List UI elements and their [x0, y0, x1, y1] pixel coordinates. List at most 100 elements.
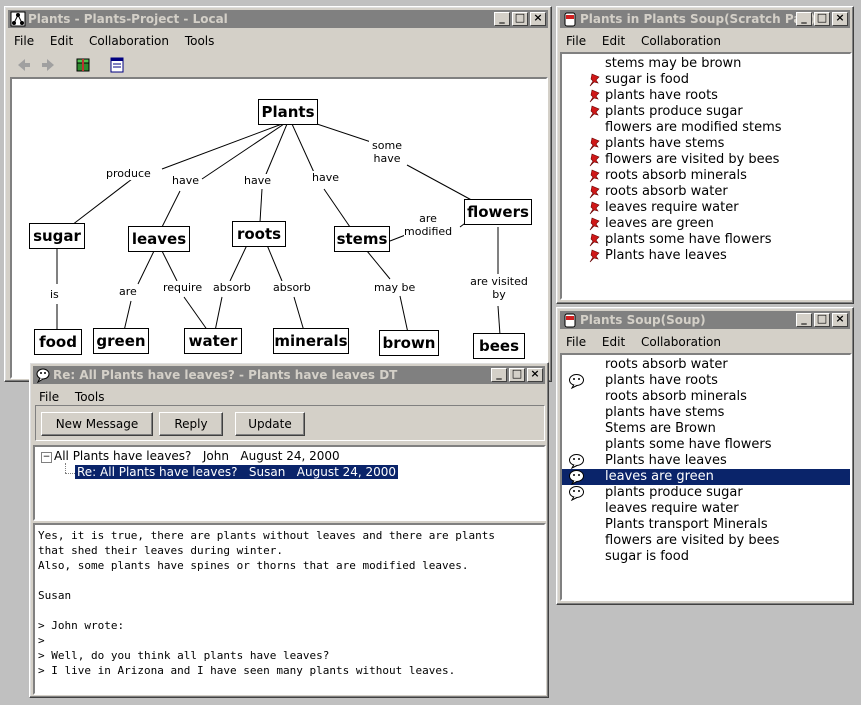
thread-tree[interactable]: − All Plants have leaves? John August 24…: [33, 445, 546, 521]
soup-item[interactable]: plants have stems: [562, 405, 850, 421]
node-stems[interactable]: stems: [334, 226, 390, 252]
package-icon[interactable]: [74, 56, 92, 74]
document-icon[interactable]: [108, 56, 126, 74]
link-are[interactable]: are: [119, 285, 137, 298]
link-have-leaves[interactable]: have: [172, 174, 199, 187]
thread-item-root[interactable]: All Plants have leaves? John August 24, …: [54, 449, 340, 463]
menu-collaboration[interactable]: Collaboration: [641, 335, 721, 349]
scratch-item[interactable]: sugar is food: [562, 72, 850, 88]
soup-icon: [564, 12, 576, 27]
soup-item[interactable]: plants have roots: [562, 373, 850, 389]
node-food[interactable]: food: [34, 329, 82, 355]
soup-item[interactable]: Plants have leaves: [562, 453, 850, 469]
scratch-item[interactable]: leaves are green: [562, 216, 850, 232]
scratch-item[interactable]: roots absorb minerals: [562, 168, 850, 184]
soup-item[interactable]: Stems are Brown: [562, 421, 850, 437]
new-message-button[interactable]: New Message: [41, 412, 153, 436]
scratch-item[interactable]: roots absorb water: [562, 184, 850, 200]
soup-item[interactable]: leaves require water: [562, 501, 850, 517]
node-bees[interactable]: bees: [473, 333, 525, 359]
link-is[interactable]: is: [50, 288, 59, 301]
link-absorb-water[interactable]: absorb: [213, 281, 251, 294]
concept-map-canvas[interactable]: Plants sugar leaves roots stems flowers …: [10, 77, 548, 379]
thread-tree-expander[interactable]: −: [41, 452, 52, 463]
maximize-button[interactable]: □: [512, 11, 528, 26]
close-button[interactable]: ×: [530, 11, 546, 26]
update-button[interactable]: Update: [235, 412, 305, 436]
soup-item[interactable]: Plants transport Minerals: [562, 517, 850, 533]
node-minerals[interactable]: minerals: [273, 328, 349, 354]
menu-tools[interactable]: Tools: [74, 390, 105, 404]
thread-item-reply[interactable]: Re: All Plants have leaves? Susan August…: [75, 465, 399, 479]
forward-icon[interactable]: [40, 57, 56, 73]
discussion-icon: [569, 374, 584, 389]
scratch-item[interactable]: Plants have leaves: [562, 248, 850, 264]
menu-file[interactable]: File: [566, 335, 587, 349]
close-button[interactable]: ×: [832, 312, 848, 327]
node-green[interactable]: green: [93, 328, 149, 354]
menu-file[interactable]: File: [14, 34, 35, 48]
link-require[interactable]: require: [163, 281, 203, 294]
link-absorb-minerals[interactable]: absorb: [273, 281, 311, 294]
close-button[interactable]: ×: [832, 11, 848, 26]
scratch-item[interactable]: plants have roots: [562, 88, 850, 104]
link-are-visited-by[interactable]: are visited by: [468, 275, 530, 301]
menu-tools[interactable]: Tools: [184, 34, 215, 48]
back-icon[interactable]: [16, 57, 32, 73]
node-sugar[interactable]: sugar: [29, 223, 85, 249]
soup-item[interactable]: plants produce sugar: [562, 485, 850, 501]
maximize-button[interactable]: □: [814, 11, 830, 26]
main-titlebar[interactable]: Plants - Plants-Project - Local _ □ ×: [8, 10, 548, 28]
menu-collaboration[interactable]: Collaboration: [641, 34, 721, 48]
link-have-roots[interactable]: have: [244, 174, 271, 187]
soup-item[interactable]: roots absorb water: [562, 357, 850, 373]
scratch-item[interactable]: plants have stems: [562, 136, 850, 152]
scratch-item-label: sugar is food: [605, 72, 689, 87]
scratch-item[interactable]: stems may be brown: [562, 56, 850, 72]
minimize-button[interactable]: _: [491, 367, 507, 382]
link-have-stems[interactable]: have: [312, 171, 339, 184]
node-water[interactable]: water: [184, 328, 242, 354]
node-brown[interactable]: brown: [379, 330, 439, 356]
soup-item[interactable]: roots absorb minerals: [562, 389, 850, 405]
link-produce[interactable]: produce: [106, 167, 151, 180]
link-are-modified[interactable]: are modified: [404, 212, 453, 238]
menu-edit[interactable]: Edit: [49, 34, 74, 48]
scratch-item[interactable]: leaves require water: [562, 200, 850, 216]
soup-item[interactable]: flowers are visited by bees: [562, 533, 850, 549]
menu-file[interactable]: File: [566, 34, 587, 48]
scratch-item[interactable]: flowers are visited by bees: [562, 152, 850, 168]
message-body[interactable]: Yes, it is true, there are plants withou…: [33, 523, 546, 695]
scratch-titlebar[interactable]: Plants in Plants Soup(Scratch Pad) _ □ ×: [560, 10, 850, 28]
menu-collaboration[interactable]: Collaboration: [89, 34, 169, 48]
reply-button[interactable]: Reply: [159, 412, 223, 436]
scratch-item[interactable]: flowers are modified stems: [562, 120, 850, 136]
maximize-button[interactable]: □: [509, 367, 525, 382]
discussion-titlebar[interactable]: Re: All Plants have leaves? - Plants hav…: [33, 366, 545, 384]
menu-edit[interactable]: Edit: [601, 335, 626, 349]
node-roots[interactable]: roots: [232, 221, 286, 247]
scratch-item[interactable]: plants some have flowers: [562, 232, 850, 248]
soup-titlebar[interactable]: Plants Soup(Soup) _ □ ×: [560, 311, 850, 329]
menu-file[interactable]: File: [39, 390, 60, 404]
minimize-button[interactable]: _: [796, 11, 812, 26]
soup-item[interactable]: leaves are green: [562, 469, 850, 485]
link-some-have[interactable]: some have: [369, 139, 405, 165]
soup-item[interactable]: plants some have flowers: [562, 437, 850, 453]
maximize-button[interactable]: □: [814, 312, 830, 327]
link-may-be[interactable]: may be: [374, 281, 416, 294]
minimize-button[interactable]: _: [796, 312, 812, 327]
menu-edit[interactable]: Edit: [601, 34, 626, 48]
node-leaves[interactable]: leaves: [128, 226, 190, 252]
close-button[interactable]: ×: [527, 367, 543, 382]
discussion-button-bar: New Message Reply Update: [35, 405, 545, 441]
minimize-button[interactable]: _: [494, 11, 510, 26]
node-flowers[interactable]: flowers: [464, 199, 532, 225]
concept-map-lines: [56, 123, 501, 336]
soup-item[interactable]: sugar is food: [562, 549, 850, 565]
node-plants[interactable]: Plants: [258, 99, 318, 125]
scratch-item[interactable]: plants produce sugar: [562, 104, 850, 120]
pin-icon: [589, 201, 600, 215]
